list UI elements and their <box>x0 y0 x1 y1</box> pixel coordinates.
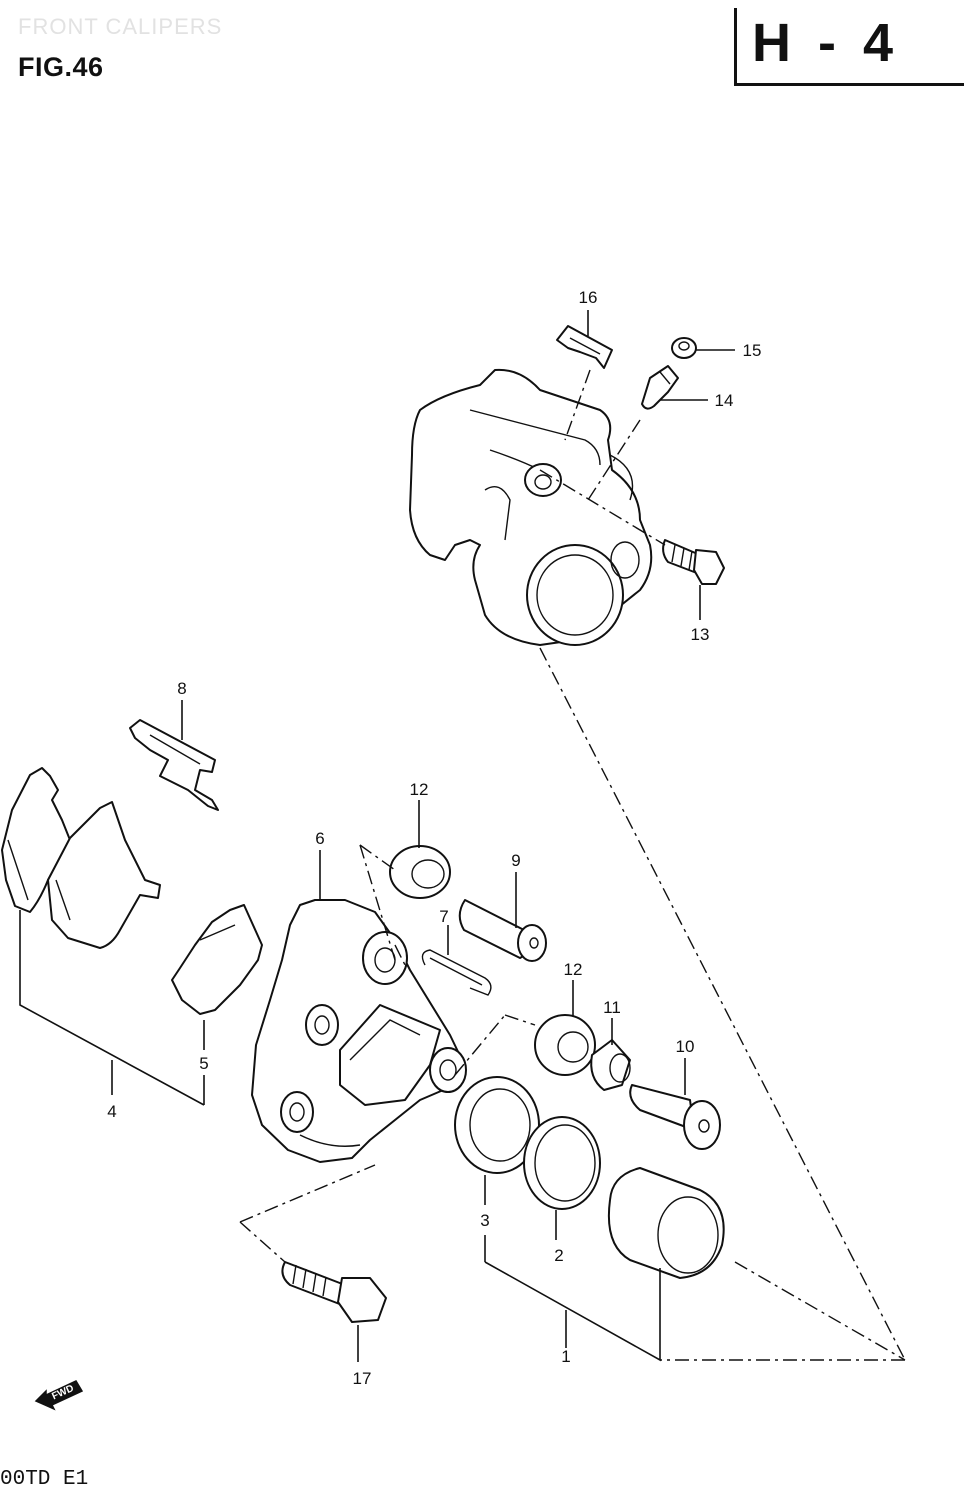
callout-6: 6 <box>315 829 324 848</box>
callout-10: 10 <box>676 1037 695 1056</box>
figure-number: FIG.46 <box>18 52 104 82</box>
dust-seal-2 <box>523 1116 601 1210</box>
callout-11: 11 <box>603 998 621 1017</box>
assembly-lines <box>239 369 906 1361</box>
section-box <box>734 8 964 86</box>
diagram-title: FRONT CALIPERS <box>18 14 223 39</box>
callout-4: 4 <box>107 1102 116 1121</box>
callout-2: 2 <box>554 1246 563 1265</box>
callout-5: 5 <box>199 1054 208 1073</box>
bleeder-cap <box>671 337 697 359</box>
pad-shim <box>171 904 263 1015</box>
callout-1: 1 <box>561 1347 570 1366</box>
caliper-bolt-13 <box>662 539 725 585</box>
forward-arrow-icon: FWD <box>34 1380 84 1411</box>
model-code: 00TD E1 <box>0 1468 89 1491</box>
callout-8: 8 <box>177 679 186 698</box>
callout-15: 15 <box>743 341 762 360</box>
slide-pin-9 <box>458 899 547 962</box>
section-code: H - 4 <box>752 13 900 73</box>
dust-boot-upper <box>389 845 451 899</box>
sleeve <box>590 1039 631 1091</box>
callout-16: 16 <box>579 288 598 307</box>
brake-pads <box>1 767 161 949</box>
mounting-bolt-17 <box>281 1261 387 1323</box>
bleeder-valve <box>641 365 679 410</box>
pad-spring-top <box>556 325 613 369</box>
callout-9: 9 <box>511 851 520 870</box>
slide-pin-10 <box>629 1084 721 1150</box>
callout-12-lower: 12 <box>564 960 583 979</box>
retaining-clip <box>421 949 492 996</box>
callout-14: 14 <box>715 391 734 410</box>
piston <box>607 1167 725 1279</box>
caliper-body <box>409 368 653 646</box>
callout-3: 3 <box>480 1211 489 1230</box>
callout-13: 13 <box>691 625 710 644</box>
callout-17: 17 <box>353 1369 372 1388</box>
caliper-holder <box>251 899 467 1163</box>
callout-7: 7 <box>439 907 448 926</box>
callout-12-upper: 12 <box>410 780 429 799</box>
dust-boot-lower <box>534 1014 596 1076</box>
piston-seal-3 <box>454 1076 540 1174</box>
pad-spring-8 <box>129 719 219 811</box>
callout-labels: 16 15 14 13 8 12 6 9 7 12 11 10 5 4 3 2 … <box>107 288 761 1388</box>
